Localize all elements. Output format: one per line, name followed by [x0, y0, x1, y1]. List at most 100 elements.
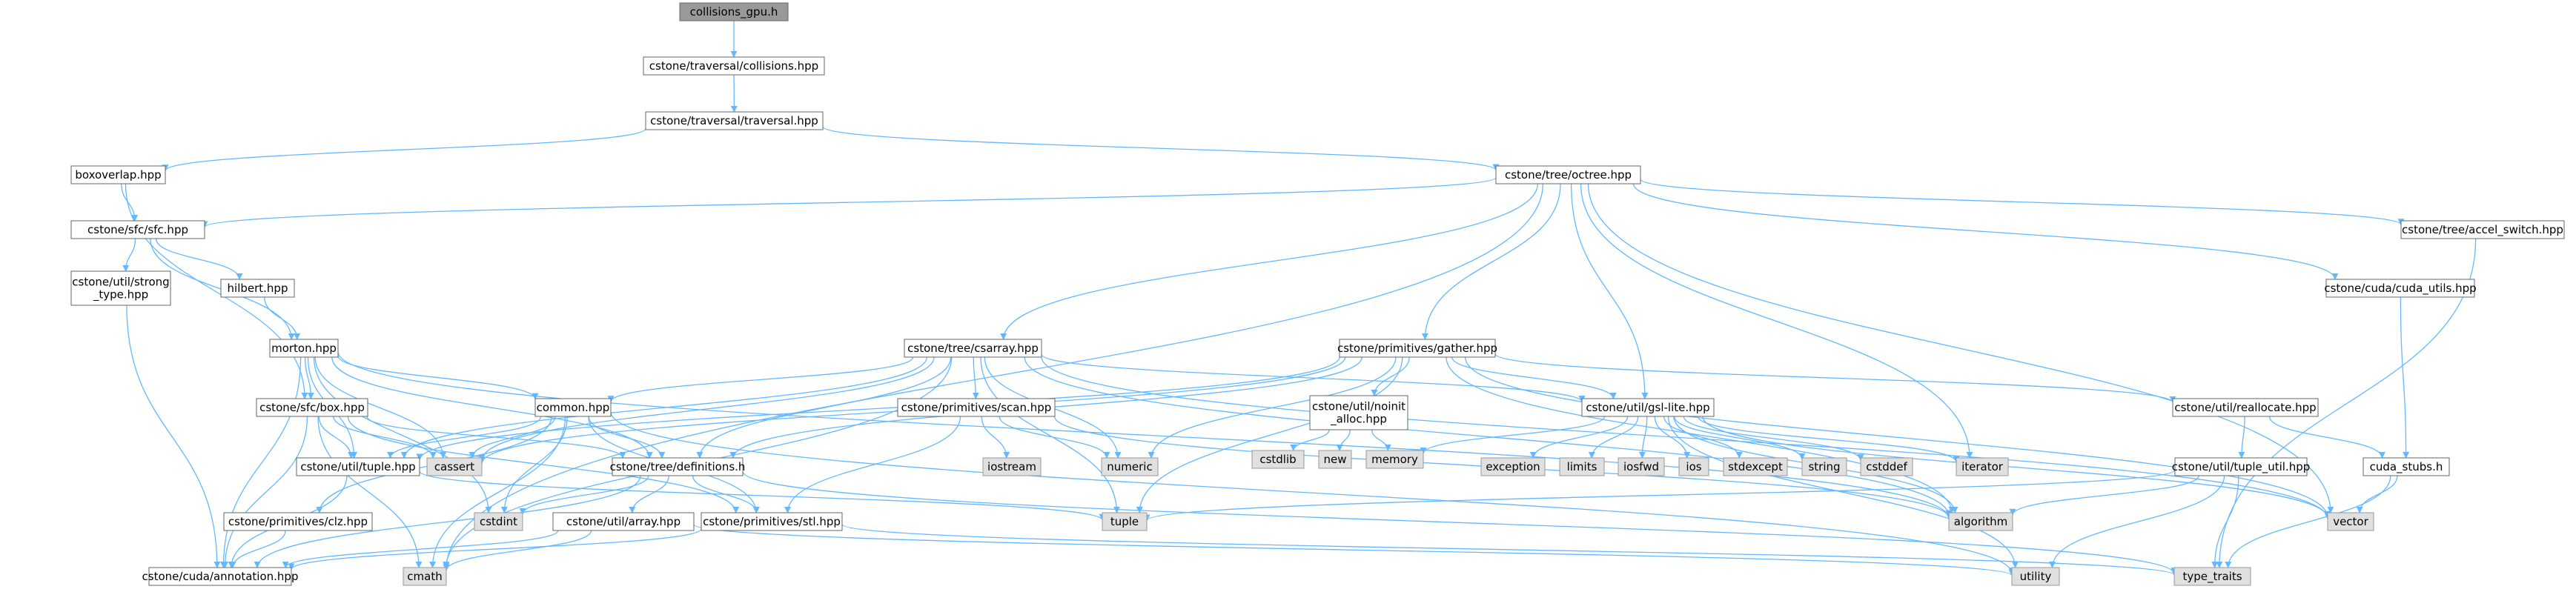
node-box[interactable]: cstone/sfc/box.hpp	[256, 398, 368, 417]
edge-csarray-to-tuplehpp	[400, 356, 927, 459]
node-definitions[interactable]: cstone/tree/definitions.h	[610, 457, 746, 476]
node-label-octree: cstone/tree/octree.hpp	[1505, 168, 1632, 182]
node-label-cuda_stubs: cuda_stubs.h	[2370, 460, 2443, 474]
node-morton[interactable]: morton.hpp	[269, 339, 339, 358]
node-clz[interactable]: cstone/primitives/clz.hpp	[223, 512, 373, 531]
edge-octree-to-cuda_utils	[1632, 183, 2339, 280]
node-common[interactable]: common.hpp	[534, 398, 612, 417]
node-boxoverlap[interactable]: boxoverlap.hpp	[70, 165, 166, 184]
node-box-iostream	[982, 457, 1042, 476]
node-label-stdexcept: stdexcept	[1728, 460, 1783, 473]
node-box-annotation	[148, 567, 292, 586]
node-hilbert[interactable]: hilbert.hpp	[220, 279, 295, 298]
node-gather[interactable]: cstone/primitives/gather.hpp	[1337, 339, 1497, 358]
node-label-collisions_gpu: collisions_gpu.h	[690, 5, 778, 19]
edge-array-to-utility	[693, 524, 2016, 576]
node-label-limits: limits	[1567, 460, 1597, 473]
node-label-string: string	[1808, 460, 1840, 473]
edge-gather-to-vector	[1464, 356, 2331, 519]
node-box-tuple	[1102, 512, 1148, 531]
node-label-csarray: cstone/tree/csarray.hpp	[907, 342, 1039, 355]
node-label-reallocate: cstone/util/reallocate.hpp	[2174, 401, 2316, 414]
node-array[interactable]: cstone/util/array.hpp	[552, 512, 695, 531]
edge-morton-to-box	[305, 356, 314, 399]
node-label-annotation: cstone/cuda/annotation.hpp	[142, 570, 299, 583]
edge-morton-to-cstdint	[313, 356, 492, 513]
node-box-numeric	[1101, 457, 1159, 476]
node-box-morton	[269, 339, 339, 358]
edge-scan-to-iostream	[981, 416, 1010, 459]
node-iostream: iostream	[982, 457, 1042, 476]
node-label-algorithm: algorithm	[1954, 515, 2007, 528]
node-label-cuda_utils: cstone/cuda/cuda_utils.hpp	[2324, 282, 2476, 296]
edge-array-to-cmath	[443, 530, 592, 571]
node-box-string	[1801, 457, 1847, 476]
node-cstddef: cstddef	[1860, 457, 1913, 476]
node-label-exception: exception	[1486, 460, 1540, 473]
node-gsl[interactable]: cstone/util/gsl-lite.hpp	[1581, 398, 1715, 417]
edge-array-to-annotation	[282, 530, 559, 568]
edge-common-to-cassert	[468, 416, 556, 459]
node-box-box	[256, 398, 368, 417]
edge-gather-to-algorithm	[1446, 356, 1956, 513]
node-accel_switch[interactable]: cstone/tree/accel_switch.hpp	[2400, 220, 2565, 239]
node-annotation[interactable]: cstone/cuda/annotation.hpp	[142, 567, 299, 586]
edge-cuda_utils-to-cuda_stubs	[2400, 296, 2410, 459]
node-label-stl: cstone/primitives/stl.hpp	[703, 515, 841, 528]
edge-box-to-stl	[347, 416, 740, 513]
node-box-common	[534, 398, 612, 417]
node-collisions_gpu[interactable]: collisions_gpu.h	[679, 2, 789, 21]
node-label-cassert: cassert	[434, 460, 474, 473]
node-sfc[interactable]: cstone/sfc/sfc.hpp	[70, 220, 205, 239]
edge-scan-to-stl	[784, 416, 961, 513]
edge-definitions-to-type_traits	[742, 471, 2178, 575]
node-noinit[interactable]: cstone/util/noinit_alloc.hpp	[1309, 395, 1408, 430]
node-box-cstddef	[1860, 457, 1913, 476]
edge-gather-to-reallocate	[1494, 353, 2176, 403]
node-label-accel_switch: cstone/tree/accel_switch.hpp	[2402, 223, 2563, 237]
edge-csarray-to-algorithm	[1024, 356, 1953, 517]
node-traversal[interactable]: cstone/traversal/traversal.hpp	[645, 111, 824, 130]
node-label-tuple_util: cstone/util/tuple_util.hpp	[2172, 460, 2311, 474]
node-box-accel_switch	[2400, 220, 2565, 239]
node-box-csarray	[904, 339, 1042, 358]
edge-noinit-to-memory	[1371, 429, 1391, 451]
node-box-hilbert	[220, 279, 295, 298]
node-collisions[interactable]: cstone/traversal/collisions.hpp	[643, 56, 825, 76]
edge-strong_type-to-annotation	[126, 305, 221, 568]
node-cuda_utils[interactable]: cstone/cuda/cuda_utils.hpp	[2324, 279, 2477, 298]
node-tuple_util[interactable]: cstone/util/tuple_util.hpp	[2172, 457, 2311, 476]
node-stl[interactable]: cstone/primitives/stl.hpp	[701, 512, 843, 531]
node-utility: utility	[2011, 567, 2060, 586]
node-strong_type[interactable]: cstone/util/strong_type.hpp	[70, 270, 171, 306]
node-label-collisions: cstone/traversal/collisions.hpp	[649, 59, 818, 73]
node-box-boxoverlap	[70, 165, 166, 184]
node-cstdlib: cstdlib	[1251, 450, 1305, 469]
edge-common-to-cmath	[428, 416, 566, 568]
node-box-stl	[701, 512, 843, 531]
node-box-algorithm	[1948, 512, 2013, 531]
node-box-array	[552, 512, 695, 531]
node-octree[interactable]: cstone/tree/octree.hpp	[1495, 165, 1641, 184]
edge-gather-to-gsl	[1451, 356, 1617, 399]
edge-gsl-to-stdexcept	[1663, 416, 1743, 459]
node-box-vector	[2327, 512, 2374, 531]
node-tuplehpp[interactable]: cstone/util/tuple.hpp	[296, 457, 420, 476]
edge-csarray-to-vector	[1041, 356, 2331, 520]
node-box-noinit	[1309, 395, 1408, 430]
node-scan[interactable]: cstone/primitives/scan.hpp	[897, 398, 1056, 417]
node-label-numeric: numeric	[1107, 460, 1152, 473]
edge-sfc-to-hilbert	[155, 238, 243, 280]
node-box-stdexcept	[1723, 457, 1788, 476]
node-box-limits	[1559, 457, 1605, 476]
node-csarray[interactable]: cstone/tree/csarray.hpp	[904, 339, 1042, 358]
node-box-iterator	[1956, 457, 2009, 476]
node-reallocate[interactable]: cstone/util/reallocate.hpp	[2172, 398, 2319, 417]
edge-definitions-to-stl	[692, 475, 760, 513]
edge-gsl-to-memory	[1420, 416, 1606, 455]
edge-gsl-to-ios	[1654, 416, 1691, 459]
node-cuda_stubs[interactable]: cuda_stubs.h	[2363, 457, 2450, 476]
edge-sfc-to-strong_type	[122, 238, 136, 272]
node-algorithm: algorithm	[1948, 512, 2013, 531]
